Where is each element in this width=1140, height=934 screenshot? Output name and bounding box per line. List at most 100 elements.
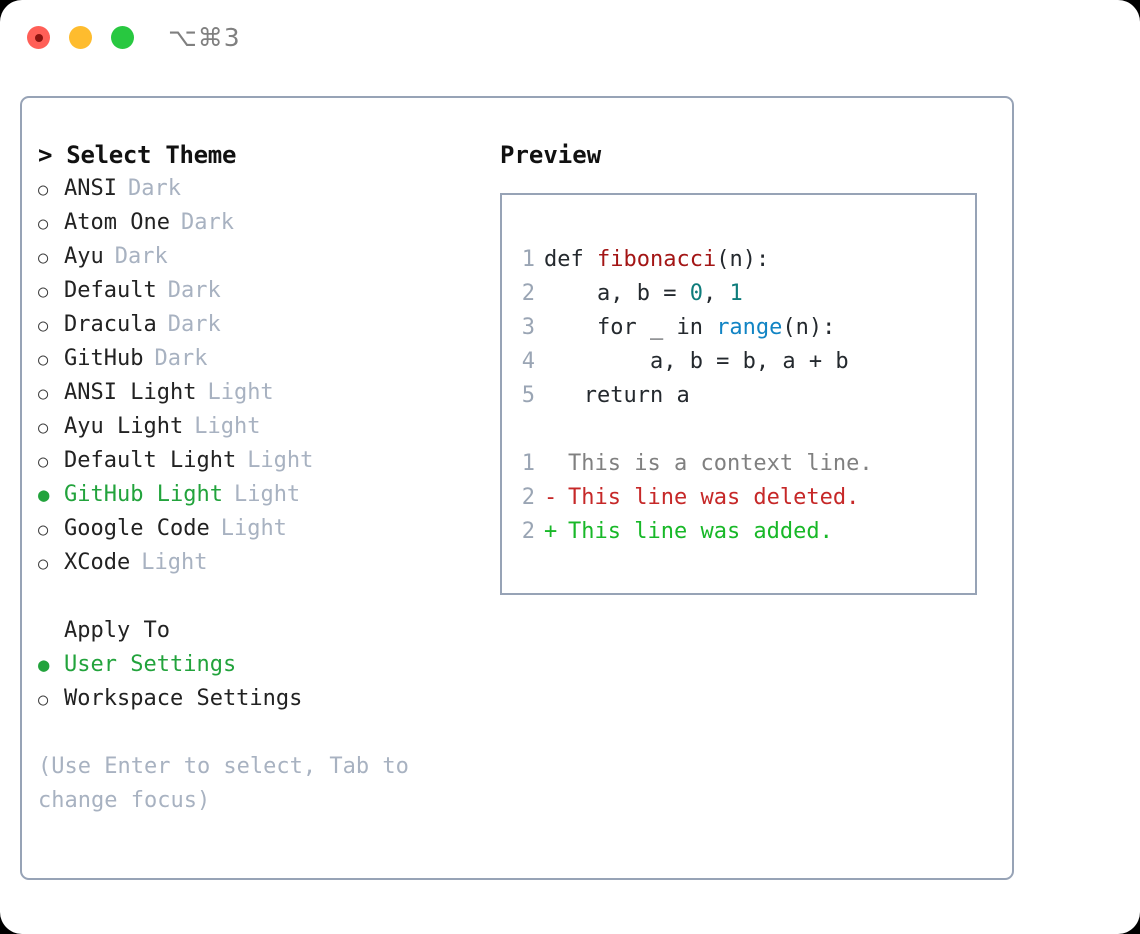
apply-to-option[interactable]: ○Workspace Settings (38, 682, 478, 716)
radio-unselected-icon: ○ (38, 180, 49, 200)
theme-name-label: Google Code (64, 516, 210, 541)
theme-name-label: ANSI (64, 176, 117, 201)
theme-name-label: Atom One (64, 210, 170, 235)
code-token: a, b = b, a + b (544, 349, 849, 374)
line-number: 1 (521, 247, 535, 272)
line-number: 1 (521, 451, 535, 476)
theme-list-item[interactable]: ○ Ayu Light Light (38, 410, 478, 444)
code-line: 4 a, b = b, a + b (502, 345, 975, 379)
apply-to-option-label: User Settings (64, 652, 237, 677)
theme-name-label: ANSI Light (64, 380, 197, 405)
theme-list-item[interactable]: ○ GitHub Dark (38, 342, 478, 376)
theme-list-item[interactable]: ● GitHub Light Light (38, 478, 478, 512)
radio-unselected-icon: ○ (38, 248, 49, 268)
theme-variant-badge: Dark (167, 278, 221, 303)
diff-line: 2-This line was deleted. (502, 481, 975, 515)
radio-unselected-icon: ○ (38, 282, 49, 302)
diff-marker (544, 447, 568, 481)
theme-name-label: GitHub (64, 346, 144, 371)
theme-variant-badge: Dark (180, 210, 234, 235)
theme-list-item[interactable]: ○ ANSI Light Light (38, 376, 478, 410)
diff-line-text: This is a context line. (568, 451, 873, 476)
theme-name-label: XCode (64, 550, 131, 575)
page-title: > Select Theme (38, 141, 237, 169)
preview-title: Preview (500, 141, 602, 169)
radio-unselected-icon: ○ (38, 384, 49, 404)
diff-line-text: This line was deleted. (568, 485, 860, 510)
keyboard-hint: (Use Enter to select, Tab to change focu… (38, 754, 423, 813)
code-token: for _ in (544, 315, 717, 340)
theme-variant-badge: Dark (114, 244, 168, 269)
line-number: 3 (521, 315, 535, 340)
code-line: 5 return a (502, 379, 975, 413)
theme-name-label: GitHub Light (64, 482, 223, 507)
code-line-content: a, b = 0, 1 (544, 277, 743, 311)
theme-variant-badge: Light (247, 448, 314, 473)
code-token: 0 (689, 281, 703, 306)
theme-variant-badge: Dark (167, 312, 221, 337)
code-line-content: a, b = b, a + b (544, 345, 849, 379)
keyboard-shortcut-label: ⌥⌘3 (168, 23, 241, 52)
theme-list-item[interactable]: ○ Default Light Light (38, 444, 478, 478)
radio-unselected-icon: ○ (38, 554, 49, 574)
code-line: 2 a, b = 0, 1 (502, 277, 975, 311)
theme-list-item[interactable]: ○ Dracula Dark (38, 308, 478, 342)
theme-variant-badge: Dark (154, 346, 208, 371)
diff-line: 2 + This line was added. (502, 515, 975, 549)
theme-variant-badge: Light (233, 482, 301, 507)
radio-unselected-icon: ○ (38, 690, 49, 710)
radio-unselected-icon: ○ (38, 350, 49, 370)
radio-unselected-icon: ○ (38, 520, 49, 540)
theme-variant-badge: Light (194, 414, 261, 439)
theme-name-label: Dracula (64, 312, 157, 337)
code-diff-spacer (502, 413, 975, 447)
code-line: 3 for _ in range(n): (502, 311, 975, 345)
minimize-button-icon[interactable] (69, 26, 92, 49)
theme-variant-badge: Light (207, 380, 274, 405)
code-token: 1 (729, 281, 743, 306)
window-controls (27, 26, 134, 49)
theme-list-item[interactable]: ○ Default Dark (38, 274, 478, 308)
code-token: (n): (782, 315, 836, 340)
theme-variant-badge: Light (220, 516, 287, 541)
radio-unselected-icon: ○ (38, 316, 49, 336)
radio-unselected-icon: ○ (38, 452, 49, 472)
diff-marker: - (544, 485, 558, 510)
theme-list-item[interactable]: ○ XCode Light (38, 546, 478, 580)
code-token: fibonacci (596, 247, 717, 272)
apply-to-list[interactable]: ●User Settings○Workspace Settings (38, 648, 478, 716)
theme-variant-badge: Light (141, 550, 208, 575)
line-number: 2 (521, 281, 535, 306)
line-number: 5 (521, 383, 535, 408)
line-number: 2 (521, 519, 535, 544)
code-token: a, b = (544, 281, 690, 306)
diff-line-text: This line was added. (568, 519, 833, 544)
diff-line: 1 This is a context line. (502, 447, 975, 481)
theme-name-label: Default (64, 278, 157, 303)
theme-name-label: Default Light (64, 448, 237, 473)
code-token: return a (544, 383, 690, 408)
theme-variant-badge: Dark (127, 176, 181, 201)
maximize-button-icon[interactable] (111, 26, 134, 49)
theme-list-item[interactable]: ○ ANSI Dark (38, 172, 478, 206)
radio-selected-icon: ● (38, 484, 50, 506)
line-number: 4 (521, 349, 535, 374)
code-line-content: return a (544, 379, 690, 413)
close-button-icon[interactable] (27, 26, 50, 49)
code-token: range (716, 315, 783, 340)
radio-unselected-icon: ○ (38, 418, 49, 438)
line-number: 2 (521, 485, 535, 510)
code-token: (n): (716, 247, 770, 272)
diff-marker: + (544, 519, 558, 544)
title-bar: ⌥⌘3 (0, 0, 1140, 78)
theme-list-item[interactable]: ○ Google Code Light (38, 512, 478, 546)
apply-to-option[interactable]: ●User Settings (38, 648, 478, 682)
diff-sample: 1 This is a context line.2-This line was… (502, 447, 975, 549)
theme-name-label: Ayu Light (64, 414, 184, 439)
